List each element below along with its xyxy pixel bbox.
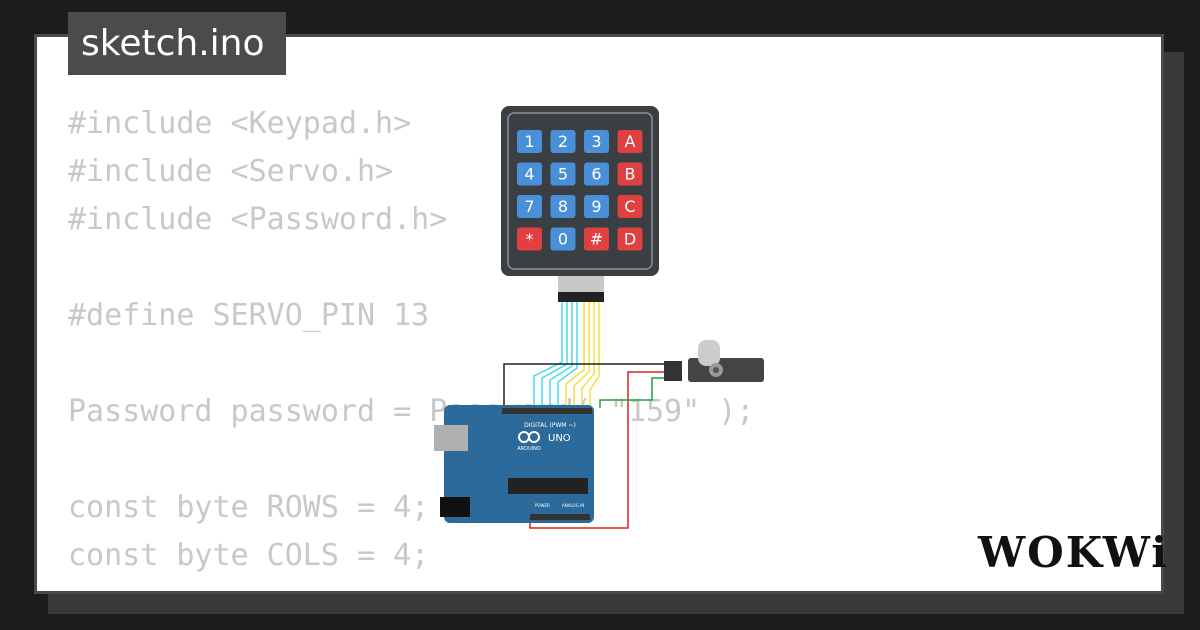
keypad-key[interactable]: 0 [550,227,576,251]
keypad-key-label: 0 [558,230,568,249]
code-line: #include <Servo.h> [68,154,394,189]
analog-label: ANALOG IN [562,503,584,508]
keypad-key[interactable]: 7 [517,195,542,218]
power-jack [440,497,470,517]
digital-label: DIGITAL (PWM ~) [524,422,576,429]
servo-motor[interactable] [664,340,764,382]
keypad-key[interactable]: 8 [550,195,576,218]
code-line: #include <Keypad.h> [68,106,412,141]
keypad-key-label: 9 [591,197,601,216]
keypad-key-label: 7 [524,197,534,216]
keypad-wires [533,300,600,408]
board-model: UNO [548,433,571,444]
digital-header [502,408,592,414]
power-header [530,514,590,520]
keypad-key[interactable]: * [517,227,542,251]
keypad-key[interactable]: 5 [550,162,576,186]
code-line: #include <Password.h> [68,202,448,237]
arduino-uno-board[interactable]: DIGITAL (PWM ~) UNO ARDUINO POWER ANALOG… [434,405,594,523]
code-line: const byte COLS = 4; [68,538,430,573]
keypad-key[interactable]: # [584,227,609,251]
keypad-key[interactable]: D [617,227,643,251]
file-tab[interactable]: sketch.ino [68,12,286,75]
servo-wires [503,363,666,529]
keypad-key-label: 1 [524,132,534,151]
code-line: const byte ROWS = 4; [68,490,430,525]
wokwi-logo: WOKWi [978,528,1170,577]
atmega-chip [508,478,588,494]
keypad-key-label: 5 [558,165,568,184]
keypad-key-label: # [590,230,603,249]
keypad-key-label: A [625,132,636,151]
keypad-key-label: 3 [591,132,601,151]
keypad-key-label: C [624,197,635,216]
board-brand: ARDUINO [517,446,541,452]
file-tab-label: sketch.ino [81,23,265,64]
keypad-key-label: * [526,230,534,249]
keypad-key[interactable]: C [617,195,643,218]
membrane-keypad[interactable]: 1 2 3 A 4 5 6 B 7 8 9 C * 0 # D [501,106,659,302]
power-label: POWER [535,503,550,508]
keypad-key[interactable]: 9 [584,195,609,218]
code-line: #define SERVO_PIN 13 [68,298,430,333]
keypad-key-label: 4 [524,165,534,184]
keypad-key-label: 8 [558,197,568,216]
keypad-key[interactable]: 2 [550,130,576,153]
keypad-key[interactable]: 1 [517,130,542,153]
keypad-key[interactable]: 3 [584,130,609,153]
keypad-key[interactable]: 4 [517,162,542,186]
keypad-key[interactable]: 6 [584,162,609,186]
usb-port [434,425,468,451]
keypad-key-label: 2 [558,132,568,151]
keypad-key-label: D [624,230,636,249]
keypad-key-label: B [625,165,636,184]
keypad-key[interactable]: A [617,130,643,153]
keypad-key[interactable]: B [617,162,643,186]
keypad-key-label: 6 [591,165,601,184]
servo-horn [698,340,720,366]
